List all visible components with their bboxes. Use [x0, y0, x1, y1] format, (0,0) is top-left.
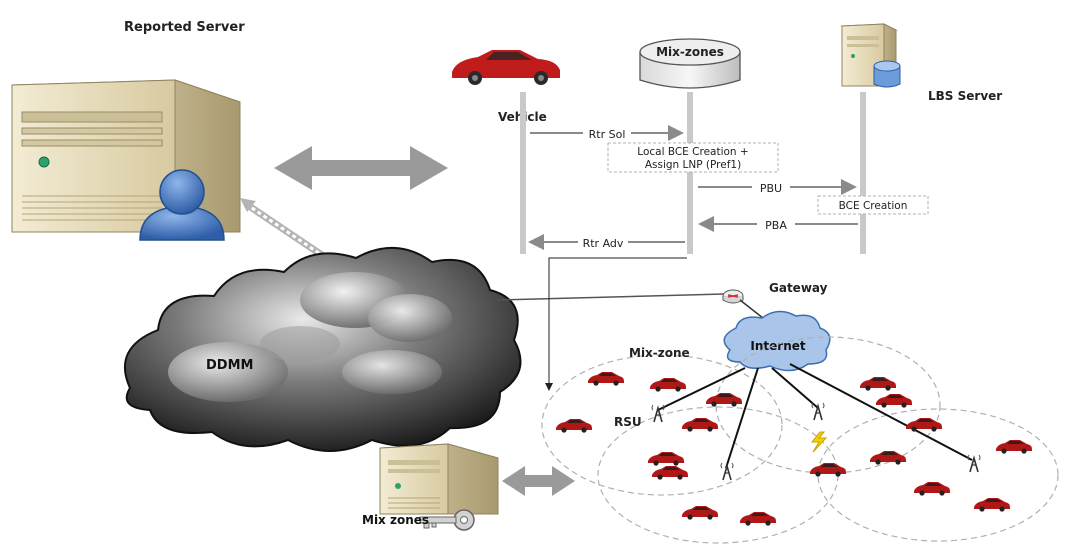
mix-zones-database-icon	[639, 38, 741, 89]
mix-zones-server-icon	[379, 443, 499, 515]
lbs-server-label: LBS Server	[928, 89, 1002, 103]
cloud-gateway-link	[496, 293, 725, 301]
bce-creation-label: BCE Creation	[839, 200, 908, 212]
lightning-icon	[810, 431, 828, 453]
mix-zones-server-label: Mix zones	[362, 513, 429, 527]
rtr-sol-label: Rtr Sol	[589, 128, 626, 141]
car-icon	[860, 377, 896, 391]
internet-rsu-links	[657, 363, 973, 469]
mix-zones-db-label: Mix-zones	[656, 45, 724, 59]
pba-label: PBA	[765, 219, 787, 232]
local-bce-line2: Assign LNP (Pref1)	[645, 159, 741, 171]
rsu-label: RSU	[614, 415, 642, 429]
car-icon	[974, 498, 1010, 512]
car-icon	[650, 378, 686, 392]
key-icon	[419, 509, 475, 531]
car-icon	[652, 466, 688, 480]
bce-creation-box	[817, 195, 929, 215]
car-icon	[556, 419, 592, 433]
router-icon	[722, 289, 744, 304]
lbs-server-icon	[840, 23, 901, 88]
vehicle-car-icon	[452, 50, 560, 85]
zone-circle-4	[817, 408, 1059, 542]
antenna-icon	[720, 462, 734, 481]
car-icon	[588, 372, 624, 386]
antenna-icon	[967, 454, 981, 473]
double-arrow-icon	[502, 466, 575, 496]
sequence-to-mixzone-connector	[545, 257, 687, 391]
rtr-adv-label: Rtr Adv	[583, 237, 624, 250]
ddmm-label: DDMM	[206, 358, 253, 373]
mix-zones-lifeline	[687, 92, 693, 254]
car-icon	[682, 418, 718, 432]
vehicle-lifeline	[520, 92, 526, 254]
car-icon	[914, 482, 950, 496]
local-bce-line1: Local BCE Creation +	[637, 146, 748, 158]
zone-circle-1	[541, 354, 783, 496]
car-icon	[810, 463, 846, 477]
local-bce-box	[607, 142, 779, 173]
internet-label: Internet	[750, 339, 805, 353]
double-arrow-icon	[274, 146, 448, 190]
car-icon	[876, 394, 912, 408]
ddmm-cloud-icon	[123, 247, 522, 452]
car-icon	[682, 506, 718, 520]
lbs-lifeline	[860, 92, 866, 254]
mix-zone-label: Mix-zone	[629, 346, 690, 360]
car-icon	[706, 393, 742, 407]
reported-server-icon	[11, 79, 241, 233]
user-icon	[139, 169, 225, 241]
car-icon	[996, 440, 1032, 454]
car-icon	[740, 512, 776, 526]
reported-server-label: Reported Server	[124, 20, 245, 35]
pbu-label: PBU	[760, 182, 782, 195]
car-icon	[648, 452, 684, 466]
gateway-label: Gateway	[769, 281, 828, 295]
